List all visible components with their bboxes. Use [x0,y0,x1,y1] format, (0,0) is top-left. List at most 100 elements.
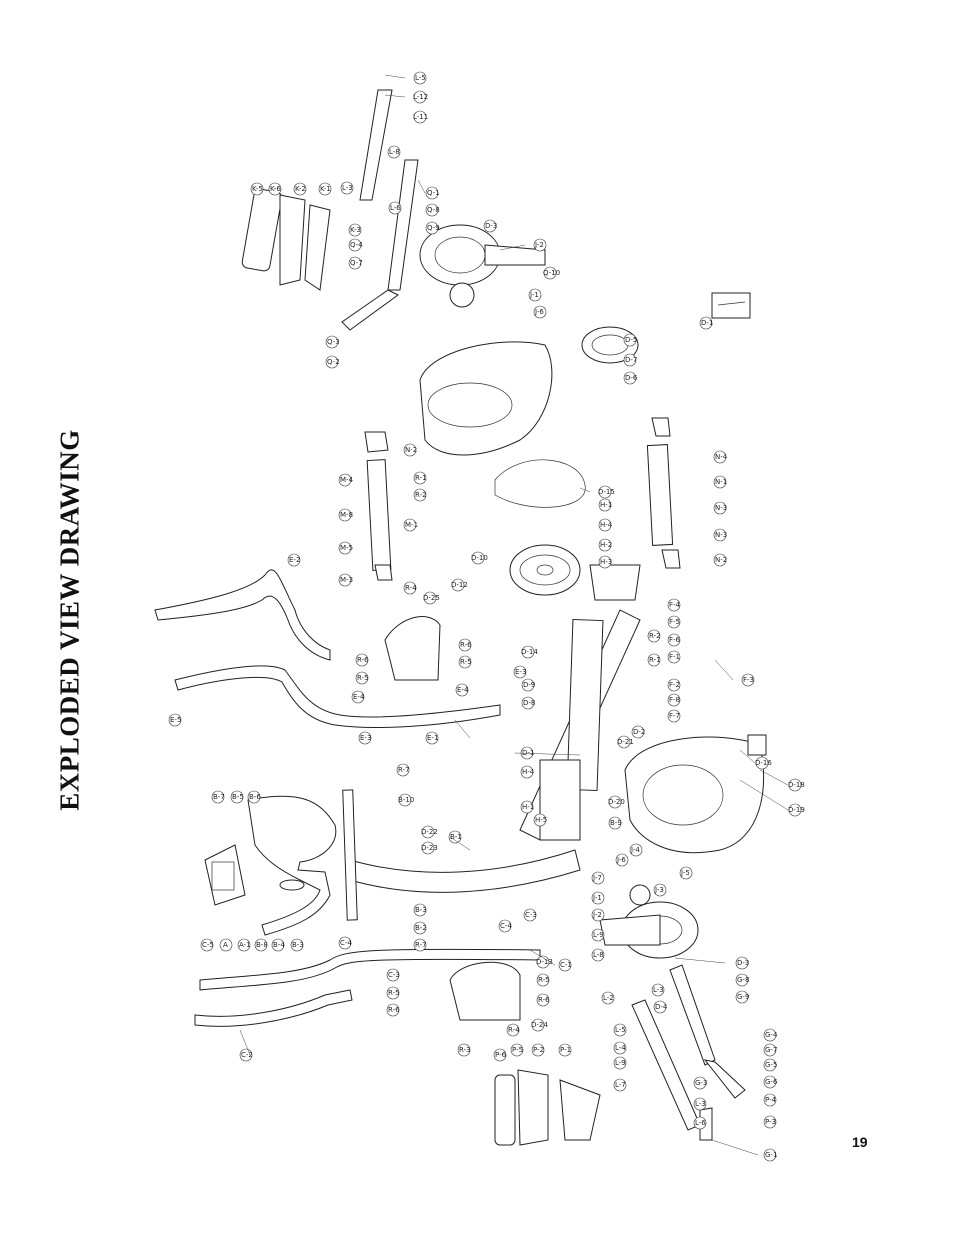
callout: C-2 [239,1048,253,1062]
svg-text:M-1: M-1 [405,521,418,529]
svg-text:L-7: L-7 [615,1081,626,1089]
callout: N-2 [713,553,727,567]
callout: Q-8 [425,203,440,217]
callout: K-3 [348,223,362,237]
svg-text:E-1: E-1 [427,734,438,742]
svg-text:N-1: N-1 [715,478,727,486]
svg-text:F-2: F-2 [669,681,680,689]
callout: L-9 [591,928,605,942]
lower-pulley [599,884,699,959]
svg-text:Q-9: Q-9 [427,224,440,232]
svg-text:A-1: A-1 [239,941,251,949]
callout: D-24 [531,1018,548,1032]
callout: G-6 [763,1075,778,1089]
svg-text:R-7: R-7 [415,941,427,949]
callout: E-4 [455,683,469,697]
callout: C-3 [523,908,537,922]
mid-cover [384,616,441,681]
flywheel [509,544,581,596]
svg-text:L-9: L-9 [593,931,604,939]
svg-text:C-5: C-5 [202,941,214,949]
callout: Q-3 [325,335,340,349]
svg-text:R-5: R-5 [357,674,369,682]
callout: B-1 [448,830,462,844]
svg-text:R-5: R-5 [460,658,472,666]
svg-text:P-1: P-1 [560,1046,571,1054]
svg-text:K-1: K-1 [320,185,331,193]
svg-text:D-4: D-4 [655,1003,668,1011]
callout: D-23 [421,841,438,855]
svg-text:F-6: F-6 [669,636,681,644]
callout: K-1 [318,182,332,196]
lower-arm-assembly [631,964,746,1141]
callout: Q-4 [348,238,363,252]
callout: J-2 [591,908,605,922]
callout: L-3 [651,983,665,997]
callout: Q-1 [425,186,440,200]
svg-text:R-6: R-6 [388,1006,400,1014]
callout: N-3 [713,528,727,542]
svg-text:R-3: R-3 [459,1046,471,1054]
svg-text:J-6: J-6 [534,308,544,316]
svg-text:B-2: B-2 [415,924,427,932]
callout: J-7 [591,871,605,885]
svg-text:R-5: R-5 [538,976,550,984]
callout: L-9 [613,1056,627,1070]
svg-text:P-5: P-5 [512,1046,523,1054]
callout: J-3 [653,883,667,897]
upper-arm-assembly [241,89,419,331]
svg-text:E-3: E-3 [360,734,371,742]
svg-text:D-13: D-13 [536,958,553,966]
callout: E-2 [287,553,300,567]
svg-text:L-9: L-9 [615,1059,626,1067]
callout: F-4 [667,598,681,612]
callout: B-8 [254,938,268,952]
svg-text:C-3: C-3 [388,971,400,979]
callout: J-5 [679,866,693,880]
callout: R-3 [457,1043,471,1057]
svg-text:F-7: F-7 [669,712,680,720]
svg-text:L-6: L-6 [390,204,401,212]
callout: P-6 [493,1048,507,1062]
callout: M-5 [338,541,353,555]
svg-text:J-3: J-3 [654,886,664,894]
callout: D-3 [483,219,497,233]
callout: G-3 [693,1076,707,1090]
svg-text:D-12: D-12 [451,581,468,589]
callout: G-9 [735,990,749,1004]
callout: E-3 [358,731,371,745]
svg-text:B-5: B-5 [232,793,244,801]
svg-text:B-6: B-6 [249,793,261,801]
flywheel-disc [581,326,639,364]
callout: G-8 [735,973,749,987]
callout: D-19 [788,803,805,817]
console [204,844,246,906]
callout: L-6 [388,201,401,215]
svg-text:G-7: G-7 [765,1046,777,1054]
callout: L-8 [591,948,605,962]
callout: A-1 [237,938,251,952]
svg-text:D-5: D-5 [625,336,637,344]
callout: E-1 [425,731,438,745]
callout: L-7 [613,1078,627,1092]
callout: C-4 [498,919,512,933]
svg-text:P-2: P-2 [533,1046,544,1054]
callout: B-9 [608,816,622,830]
callout: F-3 [741,673,755,687]
callout: D-4 [653,1000,668,1014]
svg-text:E-3: E-3 [515,668,526,676]
main-frame [349,564,641,893]
svg-text:R-4: R-4 [405,584,417,592]
svg-text:B-9: B-9 [610,819,622,827]
svg-text:P-6: P-6 [495,1051,507,1059]
svg-text:G-3: G-3 [695,1079,707,1087]
callout: F-8 [667,693,681,707]
svg-text:D-6: D-6 [625,374,638,382]
callout: R-7 [396,763,410,777]
foot-pedal [494,1069,601,1146]
callout: H-1 [520,800,534,814]
svg-text:M-3: M-3 [340,576,353,584]
svg-text:J-4: J-4 [630,846,640,854]
svg-text:R-6: R-6 [357,656,369,664]
